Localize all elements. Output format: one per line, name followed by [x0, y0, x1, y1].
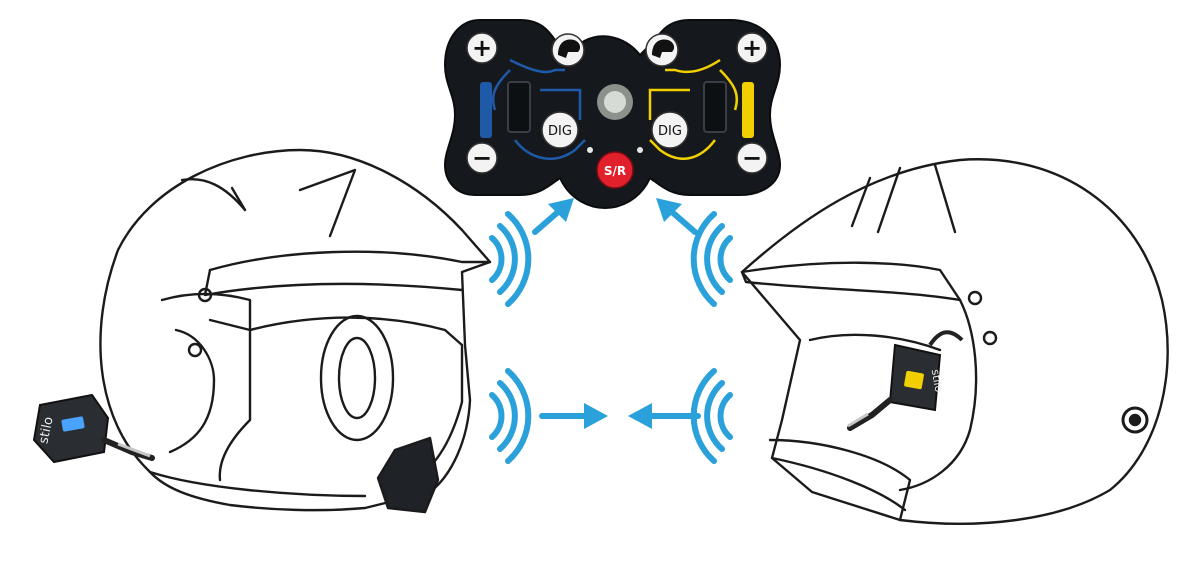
right-helmet-button[interactable]: [645, 33, 679, 67]
right-plus-label: +: [742, 34, 762, 62]
right-dig-label: DIG: [658, 124, 682, 139]
sr-label: S/R: [604, 164, 626, 178]
wireless-signal-icon: [690, 211, 733, 307]
wireless-signal-icon: [489, 211, 532, 307]
right-headset-device: stilo: [847, 330, 964, 431]
left-headset-brand: stilo: [36, 416, 56, 446]
arrow-icon: [656, 198, 698, 235]
arrow-icon: [539, 403, 608, 429]
left-helmet: [99, 148, 492, 514]
left-headset-device: stilo: [32, 393, 155, 464]
left-dig-label: DIG: [548, 124, 572, 139]
right-plus-button[interactable]: +: [736, 32, 768, 64]
right-minus-label: −: [742, 144, 762, 172]
right-dig-button[interactable]: DIG: [651, 111, 689, 149]
left-level-display: [507, 81, 531, 133]
arrow-icon: [628, 403, 701, 429]
right-minus-button[interactable]: −: [736, 142, 768, 174]
sr-button[interactable]: S/R: [596, 151, 634, 189]
left-dig-button[interactable]: DIG: [541, 111, 579, 149]
helmet-icon: [652, 39, 675, 58]
arrow-icon: [532, 198, 574, 235]
right-helmet: [740, 158, 1169, 525]
right-level-display: [703, 81, 727, 133]
left-plus-label: +: [472, 34, 492, 62]
wireless-signal-icon: [489, 368, 532, 464]
left-helmet-button[interactable]: [551, 33, 585, 67]
left-minus-button[interactable]: −: [466, 142, 498, 174]
intercom-control-panel: + + − − DIG: [443, 19, 782, 210]
left-plus-button[interactable]: +: [466, 32, 498, 64]
helmet-icon: [558, 39, 581, 58]
left-minus-label: −: [472, 144, 492, 172]
right-headset-brand: stilo: [929, 368, 946, 393]
